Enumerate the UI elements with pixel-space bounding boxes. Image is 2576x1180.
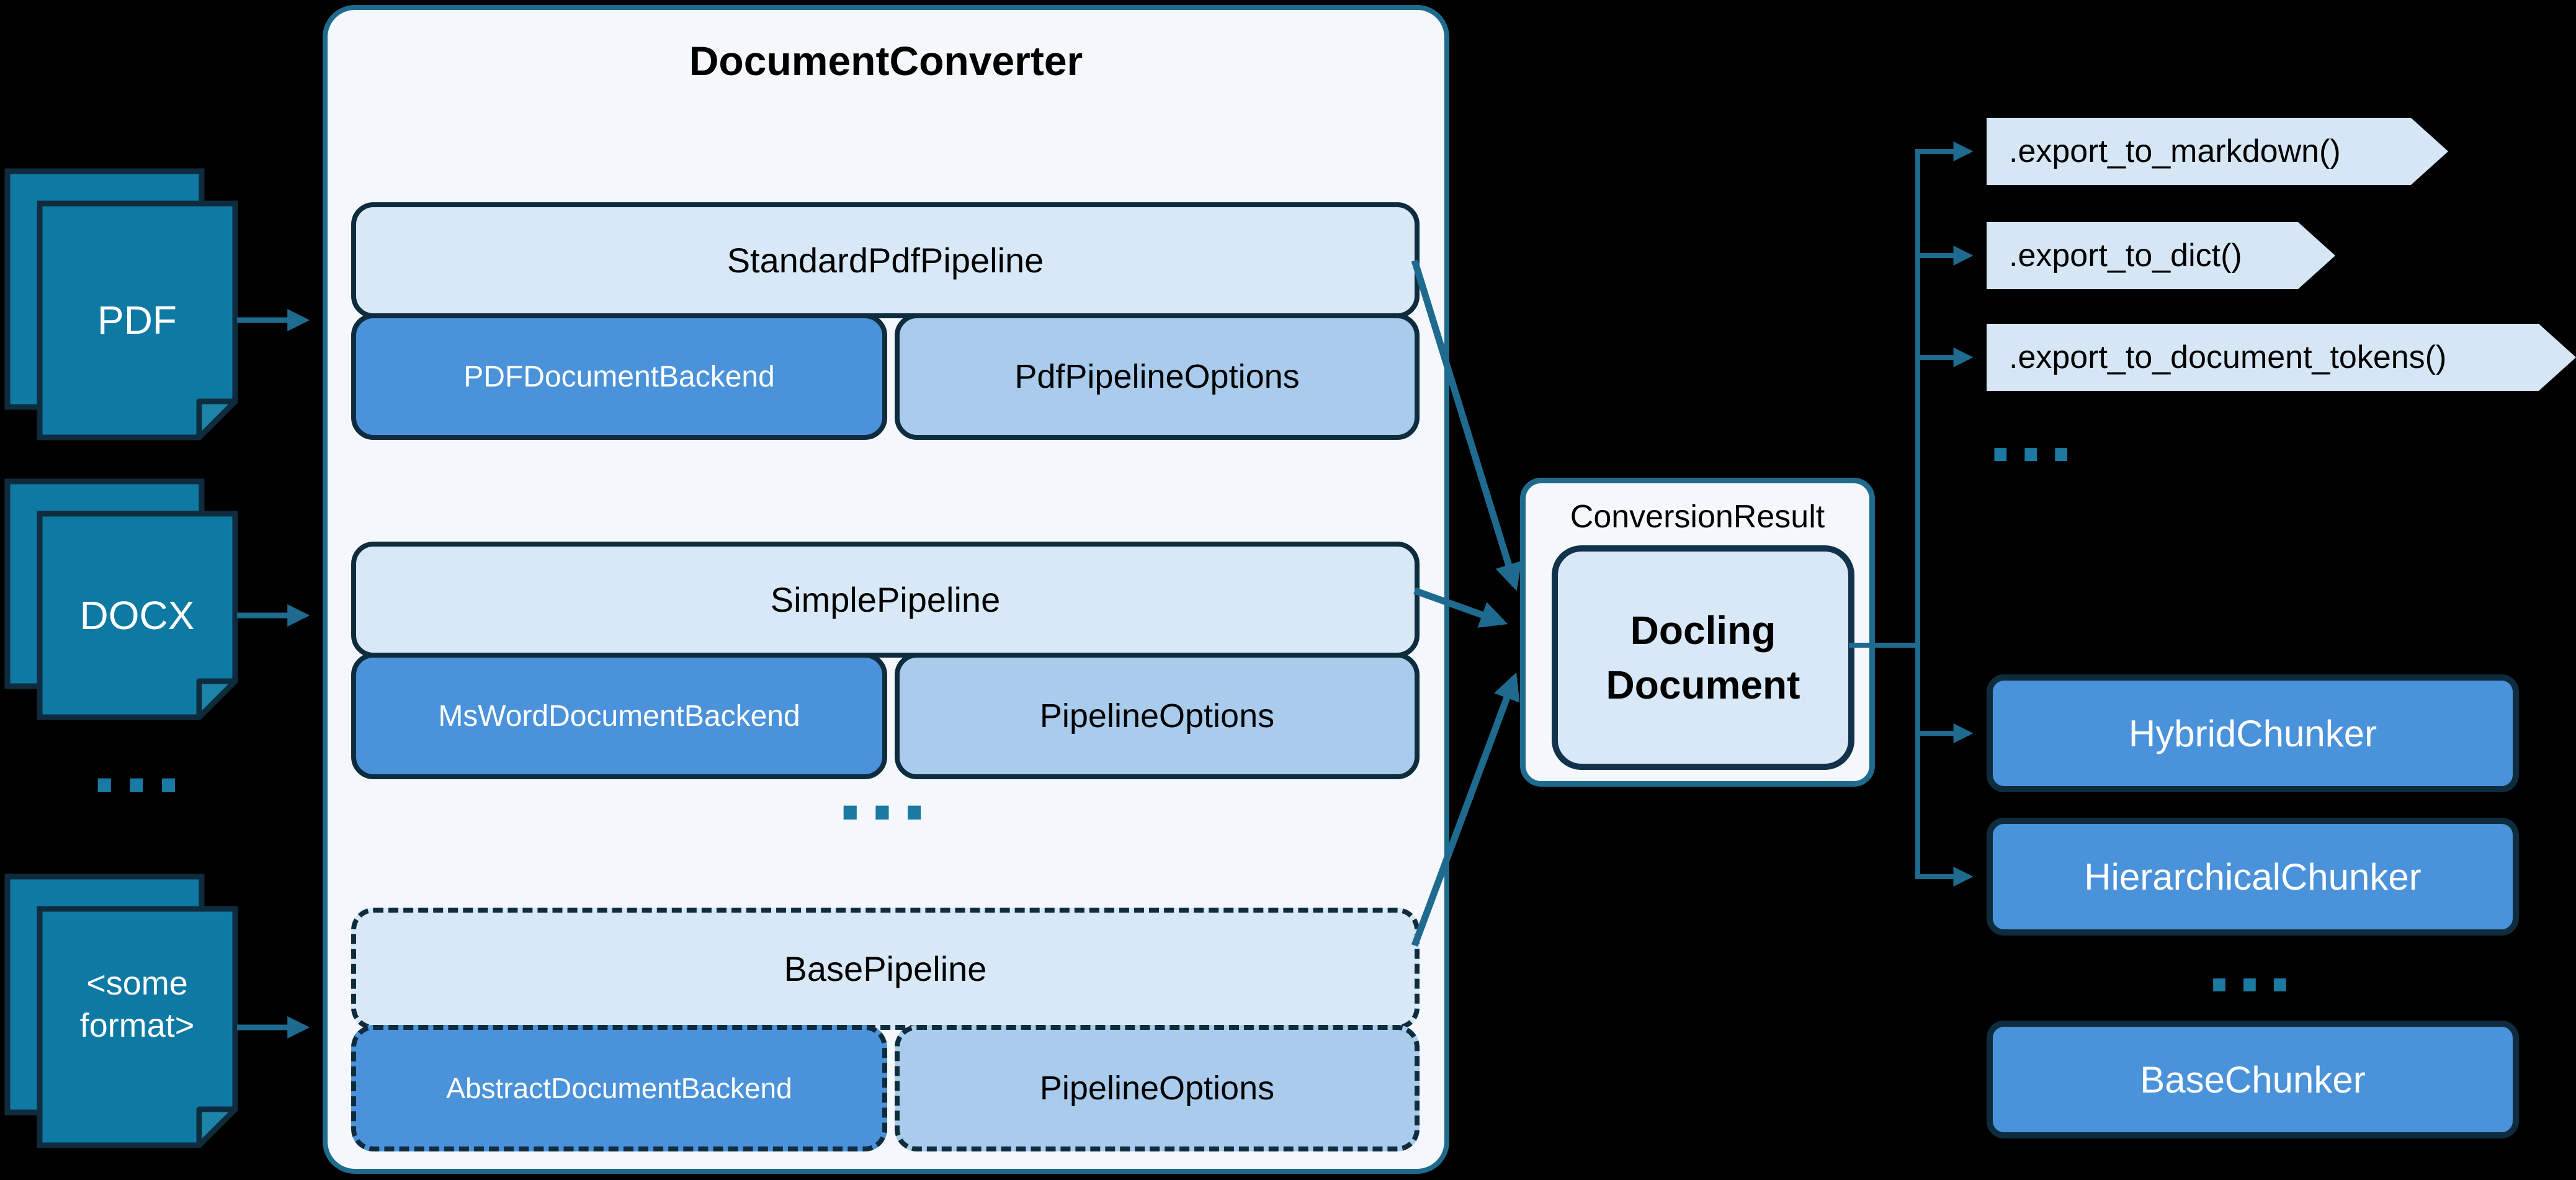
base-pipeline-options-box: PipelineOptions bbox=[895, 1025, 1420, 1151]
docx-document-stack-icon: DOCX bbox=[4, 478, 238, 720]
document-converter-container: DocumentConverter StandardPdfPipeline PD… bbox=[323, 5, 1449, 1174]
pdf-fold-corner bbox=[196, 398, 238, 440]
some-format-label-line1: <some bbox=[86, 965, 188, 1002]
conversion-result-label: ConversionResult bbox=[1570, 499, 1825, 535]
pdf-document-backend-box: PDFDocumentBackend bbox=[351, 313, 887, 440]
some-format-document-stack-icon: <some format> bbox=[4, 874, 238, 1148]
exports-ellipsis: ... bbox=[1988, 382, 2080, 480]
export-to-document-tokens-banner: .export_to_document_tokens() bbox=[1987, 324, 2576, 391]
docx-label: DOCX bbox=[80, 593, 195, 638]
pipeline-options-box: PipelineOptions bbox=[895, 653, 1420, 779]
chunkers-ellipsis: ... bbox=[2207, 913, 2299, 1010]
some-format-label-line2: format> bbox=[80, 1007, 195, 1044]
base-chunker-box: BaseChunker bbox=[1987, 1021, 2519, 1138]
pdf-document-stack-icon: PDF bbox=[4, 168, 238, 440]
pdf-label: PDF bbox=[97, 298, 177, 342]
some-format-fold-corner bbox=[196, 1106, 238, 1148]
docling-document-line1: Docling bbox=[1630, 607, 1776, 653]
hybrid-chunker-box: HybridChunker bbox=[1987, 674, 2519, 792]
pdf-pipeline-options-box: PdfPipelineOptions bbox=[895, 313, 1420, 440]
msword-document-backend-box: MsWordDocumentBackend bbox=[351, 653, 887, 779]
conversion-result-box: ConversionResult Docling Document bbox=[1520, 478, 1875, 787]
export-to-dict-banner: .export_to_dict() bbox=[1987, 222, 2335, 289]
abstract-document-backend-box: AbstractDocumentBackend bbox=[351, 1025, 887, 1151]
export-to-markdown-banner: .export_to_markdown() bbox=[1987, 118, 2448, 185]
docling-document-line2: Document bbox=[1606, 663, 1800, 707]
input-ellipsis: ... bbox=[91, 708, 188, 812]
hierarchical-chunker-box: HierarchicalChunker bbox=[1987, 818, 2519, 936]
base-pipeline-box: BasePipeline bbox=[351, 908, 1420, 1030]
docling-document-box: Docling Document bbox=[1552, 545, 1854, 770]
simple-pipeline-box: SimplePipeline bbox=[351, 542, 1420, 658]
document-converter-title: DocumentConverter bbox=[689, 38, 1083, 84]
pipelines-ellipsis: ... bbox=[837, 735, 934, 839]
standard-pdf-pipeline-box: StandardPdfPipeline bbox=[351, 202, 1420, 318]
docx-fold-corner bbox=[196, 678, 238, 720]
